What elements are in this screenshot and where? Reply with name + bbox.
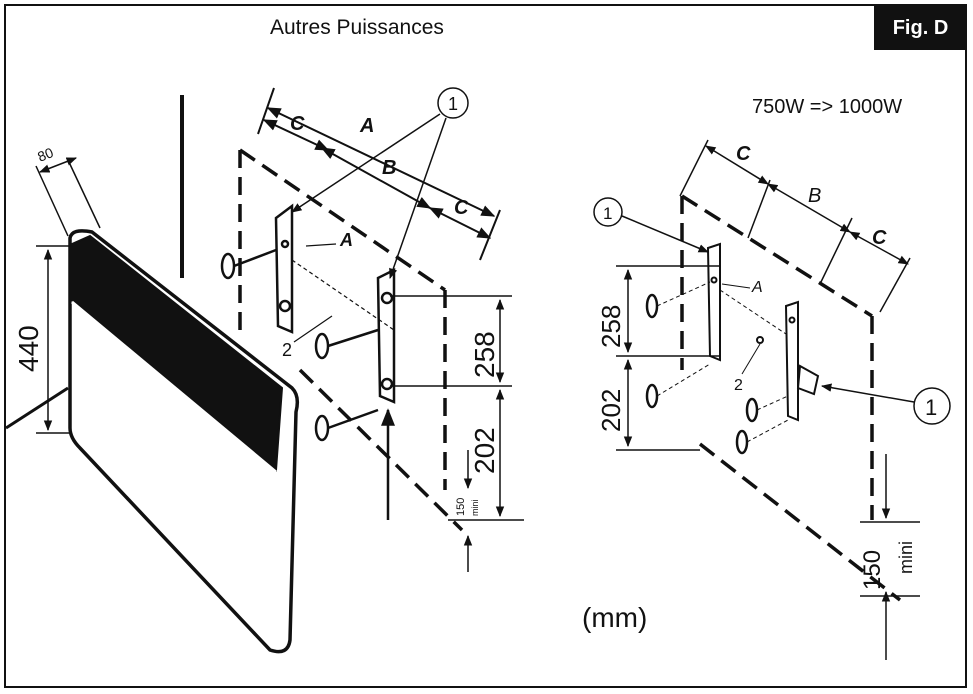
left-bracket-leader bbox=[305, 243, 337, 247]
left-callout-1-leaders bbox=[291, 113, 447, 279]
right-dim-B: B bbox=[808, 185, 821, 207]
right-callout-1-top: 1 bbox=[603, 204, 612, 223]
left-dim-A: A bbox=[359, 115, 374, 137]
right-brackets bbox=[706, 242, 820, 422]
right-wall-outline bbox=[680, 194, 902, 602]
right-callout-1-top-circle bbox=[593, 197, 623, 227]
figure-tag: Fig. D bbox=[874, 6, 967, 50]
left-callout-2: 2 bbox=[282, 340, 292, 360]
unit-label: (mm) bbox=[582, 602, 648, 633]
right-dim-C-right: C bbox=[872, 227, 887, 249]
left-callout-2-leader bbox=[293, 315, 333, 343]
left-floor-note: mini bbox=[470, 499, 480, 516]
right-floor-value: 150 bbox=[859, 550, 886, 590]
left-brackets bbox=[274, 203, 396, 404]
left-wall-plugs bbox=[220, 248, 379, 442]
depth-dimension bbox=[35, 157, 101, 237]
right-callout-1-right-leader bbox=[820, 383, 915, 403]
left-floor-value: 150 bbox=[455, 498, 467, 516]
right-width-dimensions bbox=[679, 139, 911, 313]
left-spacing-lower: 202 bbox=[469, 427, 500, 474]
right-callout-1-top-leader bbox=[621, 215, 709, 253]
right-callout-1-right-circle bbox=[913, 387, 951, 425]
power-range-label: 750W => 1000W bbox=[752, 96, 903, 118]
right-spacing-upper: 258 bbox=[596, 305, 626, 348]
figure-frame bbox=[4, 4, 967, 688]
right-spacing-lower: 202 bbox=[596, 389, 626, 432]
left-bracket-label: A bbox=[339, 230, 353, 250]
left-spacing-upper: 258 bbox=[469, 331, 500, 378]
right-floor-note: mini bbox=[896, 541, 916, 574]
right-vertical-dimensions bbox=[616, 265, 920, 660]
right-bracket-leader bbox=[721, 283, 751, 289]
right-callout-2-leader bbox=[741, 343, 761, 375]
left-callout-1: 1 bbox=[448, 94, 458, 114]
left-callout-1-circle bbox=[437, 87, 469, 119]
right-callout-1-right: 1 bbox=[925, 395, 937, 420]
right-dim-C-left: C bbox=[736, 143, 751, 165]
left-dim-C-left: C bbox=[290, 113, 305, 135]
height-dimension bbox=[36, 245, 72, 434]
left-width-dimensions bbox=[257, 87, 501, 261]
left-dim-C-right: C bbox=[454, 197, 469, 219]
depth-value: 80 bbox=[35, 144, 56, 165]
left-dim-B: B bbox=[382, 157, 396, 179]
right-wall-plugs bbox=[645, 281, 789, 455]
right-bracket-label: A bbox=[751, 279, 763, 296]
right-callout-2: 2 bbox=[734, 377, 743, 394]
left-vertical-dimensions bbox=[381, 295, 524, 572]
height-value: 440 bbox=[13, 325, 44, 372]
heater-illustration bbox=[5, 95, 300, 654]
figure-title: Autres Puissances bbox=[270, 16, 444, 39]
